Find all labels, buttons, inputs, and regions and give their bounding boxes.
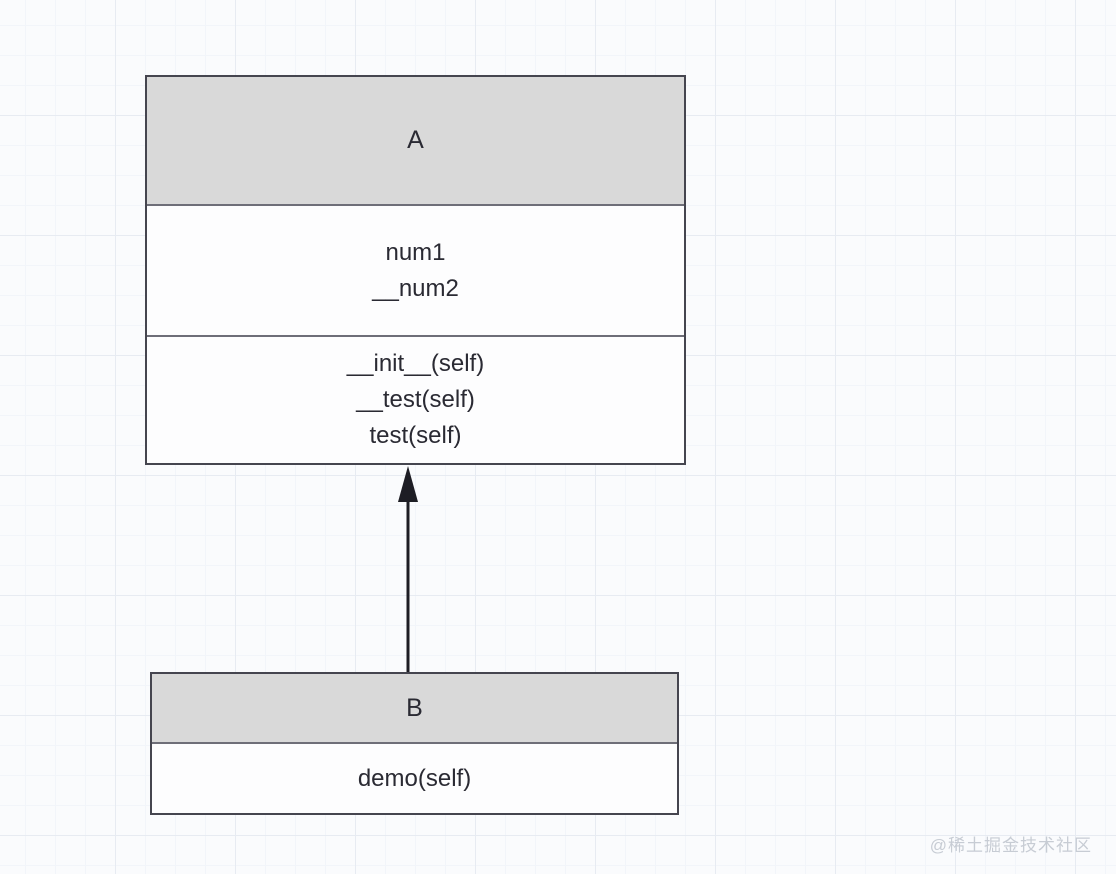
method-item: __test(self) [356,386,475,413]
method-item: __init__(self) [346,350,485,377]
class-b-name: B [406,693,423,722]
class-node-b: B demo(self) [150,672,679,815]
attribute-item: num1 [385,238,446,266]
class-a-header: A [147,77,684,206]
watermark-text: @稀土掘金技术社区 [929,836,1092,855]
class-b-header: B [152,674,677,744]
method-item: demo(self) [357,764,472,792]
class-a-attributes: num1 __num2 [147,206,684,337]
class-a-methods: __init__(self) __test(self) test(self) [147,337,684,463]
class-node-a: A num1 __num2 __init__(self) __test(self… [145,75,686,465]
inheritance-arrow-icon [398,466,418,672]
class-a-name: A [407,126,424,154]
method-item: test(self) [369,422,462,449]
class-b-methods: demo(self) [152,744,677,813]
attribute-item: __num2 [372,274,459,302]
